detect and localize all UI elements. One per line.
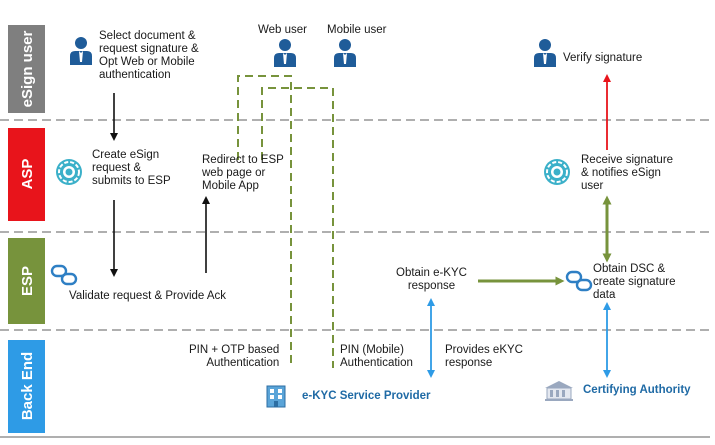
- certifying-authority-label: Certifying Authority: [583, 384, 691, 396]
- lane-box-back-end: [8, 340, 45, 433]
- lane-box-esp: [8, 238, 45, 324]
- pin-mobile-auth-label: PIN (Mobile) Authentication: [340, 344, 413, 369]
- mobile-user-label: Mobile user: [327, 24, 387, 36]
- lane-label-esp: ESP: [19, 266, 36, 296]
- person-icon: [334, 39, 356, 67]
- person-icon: [70, 37, 92, 65]
- verify-signature-step: Verify signature: [563, 52, 643, 64]
- provides-ekyc-label: Provides eKYC response: [445, 344, 523, 369]
- esp-link-icon: [565, 270, 593, 292]
- obtain-ekyc-step: Obtain e-KYC response: [396, 267, 467, 292]
- person-icon: [274, 39, 296, 67]
- ekyc-service-provider-label: e-KYC Service Provider: [302, 390, 431, 402]
- person-icon: [534, 39, 556, 67]
- asp-node-icon: [544, 159, 570, 185]
- receive-signature-step: Receive signature & notifies eSign user: [581, 154, 674, 192]
- redirect-step: Redirect to ESP web page or Mobile App: [202, 154, 284, 192]
- web-user-label: Web user: [258, 24, 308, 36]
- esp-link-icon: [50, 264, 78, 286]
- green-path-web-user: [237, 75, 292, 368]
- lane-box-asp: [8, 128, 45, 221]
- select-document-step: Select document & request signature & Op…: [99, 30, 199, 81]
- authority-building-icon: [545, 381, 573, 401]
- building-icon: [266, 385, 286, 408]
- green-path-mobile-user: [261, 87, 334, 368]
- lane-box-esign-user: [8, 25, 45, 113]
- validate-request-step: Validate request & Provide Ack: [69, 290, 227, 302]
- lane-label-asp: ASP: [19, 159, 36, 190]
- create-esign-request-step: Create eSign request & submits to ESP: [92, 149, 171, 187]
- lane-label-back-end: Back End: [19, 352, 36, 420]
- obtain-dsc-step: Obtain DSC & create signature data: [593, 263, 676, 301]
- lane-label-esign-user: eSign user: [19, 30, 36, 107]
- pin-otp-auth-label: PIN + OTP based Authentication: [189, 344, 280, 369]
- asp-node-icon: [56, 159, 82, 185]
